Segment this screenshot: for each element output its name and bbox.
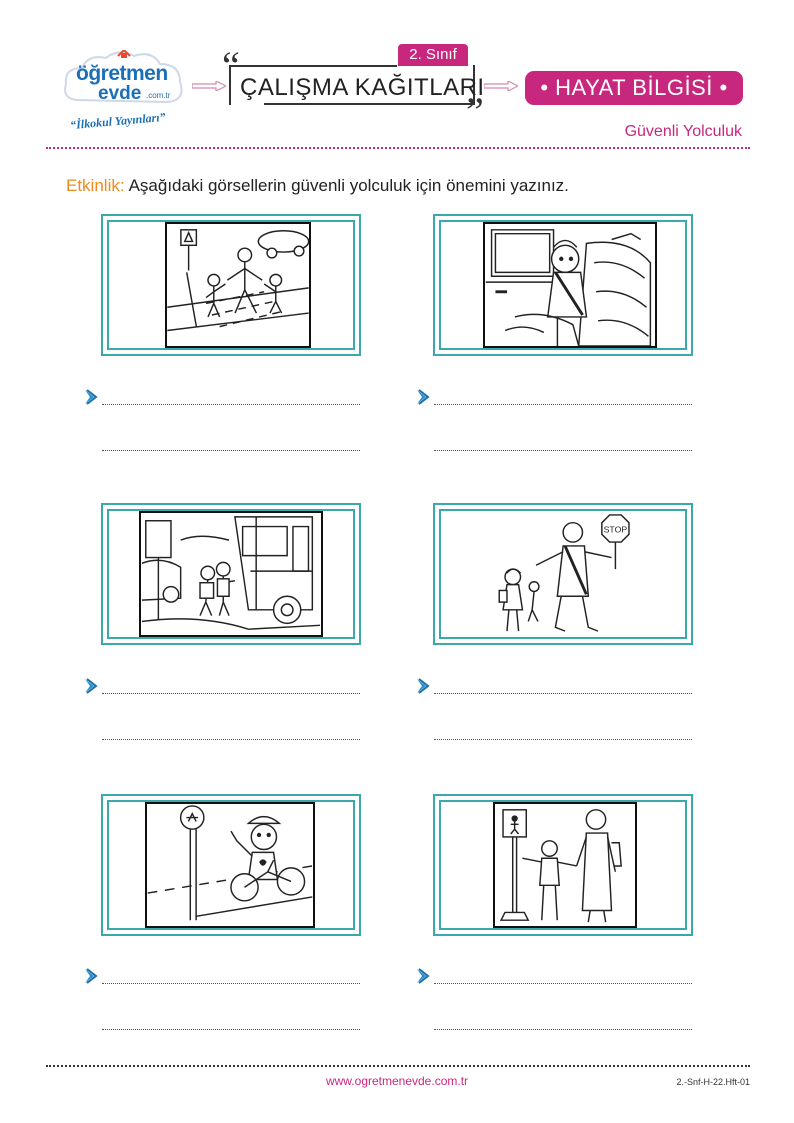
header-divider xyxy=(46,147,750,149)
pedestrian-signal-picture xyxy=(493,802,637,928)
seatbelt-child-picture xyxy=(483,222,657,348)
answer-area[interactable] xyxy=(414,967,694,1037)
answer-line[interactable] xyxy=(102,450,360,451)
answer-line[interactable] xyxy=(102,693,360,694)
logo-word-evde: evde xyxy=(98,83,142,104)
answer-line[interactable] xyxy=(434,983,692,984)
chevron-right-icon xyxy=(417,389,430,405)
instruction-text: Aşağıdaki görsellerin güvenli yolculuk i… xyxy=(128,176,569,195)
answer-area[interactable] xyxy=(414,677,694,747)
footer-code: 2.-Snf-H-22.Hft-01 xyxy=(676,1077,750,1087)
chevron-right-icon xyxy=(417,968,430,984)
answer-line[interactable] xyxy=(434,450,692,451)
picture-frame xyxy=(101,214,361,356)
answer-line[interactable] xyxy=(434,739,692,740)
picture-frame xyxy=(433,794,693,936)
picture-frame: STOP xyxy=(433,503,693,645)
subject-badge: • HAYAT BİLGİSİ • xyxy=(525,71,743,105)
crossing-guard-stop-picture: STOP xyxy=(491,511,643,637)
arrow-right-icon xyxy=(192,81,226,91)
answer-line[interactable] xyxy=(102,404,360,405)
answer-line[interactable] xyxy=(434,1029,692,1030)
worksheet-title: ÇALIŞMA KAĞITLARI xyxy=(240,74,485,101)
logo-word: öğretmen xyxy=(76,62,168,85)
quote-open: “ xyxy=(222,43,240,88)
stop-sign-text: STOP xyxy=(604,524,628,534)
logo-tagline: “İlkokul Yayınları” xyxy=(69,109,167,133)
bicycle-helmet-picture xyxy=(145,802,315,928)
chevron-right-icon xyxy=(85,968,98,984)
quote-close: ” xyxy=(466,89,484,134)
publisher-logo: öğretmen evde .com.tr “İlkokul Yayınları… xyxy=(62,38,186,133)
answer-line[interactable] xyxy=(102,983,360,984)
title-frame-bottom xyxy=(264,103,475,105)
cloud-icon xyxy=(64,50,183,104)
chevron-right-icon xyxy=(417,678,430,694)
answer-area[interactable] xyxy=(82,388,362,458)
grade-tag: 2. Sınıf xyxy=(398,44,468,66)
logo-domain: .com.tr xyxy=(146,91,171,100)
footer-divider xyxy=(46,1065,750,1067)
arrow-right-icon xyxy=(484,81,518,91)
picture-frame xyxy=(101,503,361,645)
picture-frame xyxy=(433,214,693,356)
answer-area[interactable] xyxy=(82,677,362,747)
answer-line[interactable] xyxy=(102,1029,360,1030)
school-bus-children-picture xyxy=(139,511,323,637)
answer-line[interactable] xyxy=(434,693,692,694)
answer-area[interactable] xyxy=(414,388,694,458)
crosswalk-family-picture xyxy=(165,222,311,348)
title-frame xyxy=(229,65,475,105)
answer-line[interactable] xyxy=(102,739,360,740)
picture-frame xyxy=(101,794,361,936)
title-frame-top xyxy=(229,65,397,67)
chevron-right-icon xyxy=(85,678,98,694)
answer-area[interactable] xyxy=(82,967,362,1037)
chevron-right-icon xyxy=(85,389,98,405)
footer-url: www.ogretmenevde.com.tr xyxy=(325,1074,469,1088)
instruction-label: Etkinlik: xyxy=(66,176,125,195)
answer-line[interactable] xyxy=(434,404,692,405)
instruction: Etkinlik:Aşağıdaki görsellerin güvenli y… xyxy=(66,176,569,196)
topic-title: Güvenli Yolculuk xyxy=(624,123,742,140)
